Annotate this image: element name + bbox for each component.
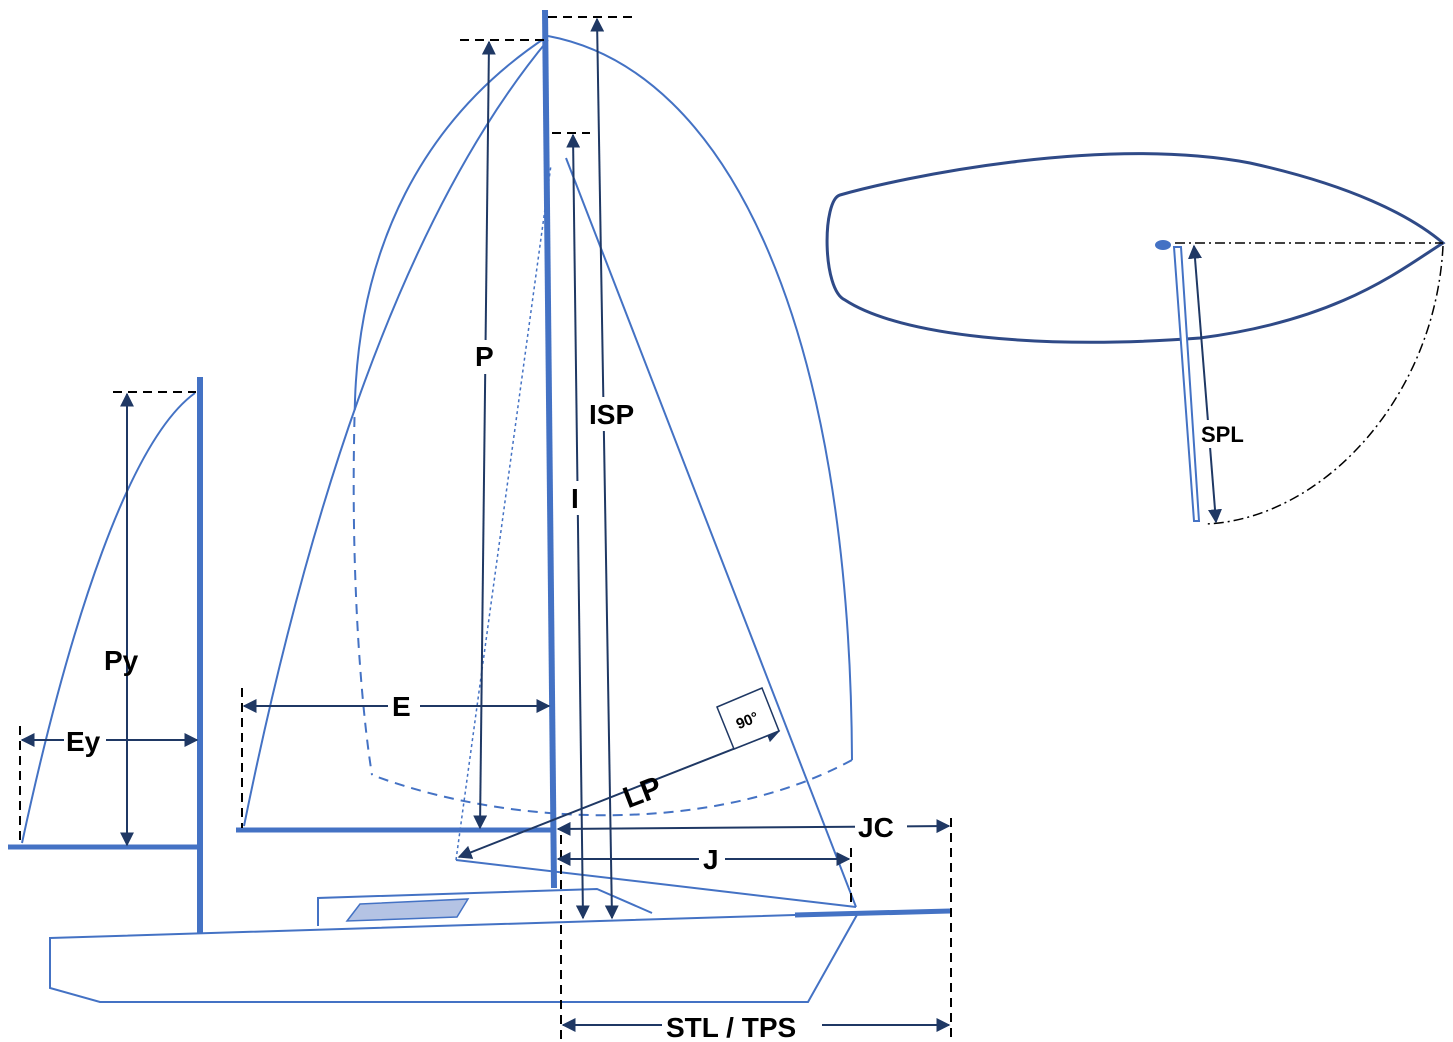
right-angle-box: [716, 687, 780, 750]
lp-dimension-arrow: [457, 729, 781, 859]
small-mainsail: [21, 392, 196, 844]
e-label: E: [392, 691, 411, 722]
ey-label-mask: [64, 724, 106, 756]
e-label-mask: [388, 690, 420, 722]
hull: [49, 911, 860, 1003]
main-yacht: P ISP I E LP 90° JC J STL / TPS: [49, 9, 952, 1042]
spinnaker-luff-hidden: [352, 399, 373, 776]
spl-label: SPL: [1201, 422, 1244, 447]
i-label-mask: [570, 481, 586, 515]
isp-label: ISP: [589, 399, 634, 430]
isp-label-mask: [588, 397, 640, 431]
stl-label-mask: [662, 1008, 822, 1042]
mast: [542, 9, 557, 889]
j-label: J: [703, 844, 719, 875]
py-label: Py: [104, 645, 139, 676]
bowsprit: [794, 908, 951, 918]
spinnaker-pole: [1172, 246, 1201, 522]
p-dimension-arrow: [473, 40, 496, 830]
spl-label-mask: [1199, 420, 1251, 448]
spinnaker-foot: [371, 759, 853, 817]
spinnaker-leech: [547, 35, 853, 761]
ey-label: Ey: [66, 726, 101, 757]
top-view: SPL: [825, 152, 1446, 525]
stl-tps-label: STL / TPS: [666, 1012, 796, 1042]
hull-top-view-outline: [825, 152, 1446, 344]
spl-dimension-arrow: [1188, 244, 1222, 524]
jc-label: JC: [858, 812, 894, 843]
jib-foot: [455, 859, 857, 908]
p-label-mask: [473, 340, 503, 374]
cabin-window: [345, 898, 470, 922]
p-label: P: [475, 341, 494, 372]
jib-leech: [455, 164, 552, 861]
pole-swing-arc: [1204, 245, 1444, 525]
j-label-mask: [699, 843, 725, 875]
jc-label-mask: [855, 811, 907, 843]
i-dimension-arrow: [566, 133, 590, 920]
isp-dimension-arrow: [590, 17, 619, 920]
small-rig: Py Ey: [8, 377, 203, 933]
i-label: I: [571, 483, 579, 514]
spinnaker-luff: [354, 35, 549, 401]
cabin: [317, 887, 653, 926]
mast-step-dot: [1155, 240, 1171, 250]
